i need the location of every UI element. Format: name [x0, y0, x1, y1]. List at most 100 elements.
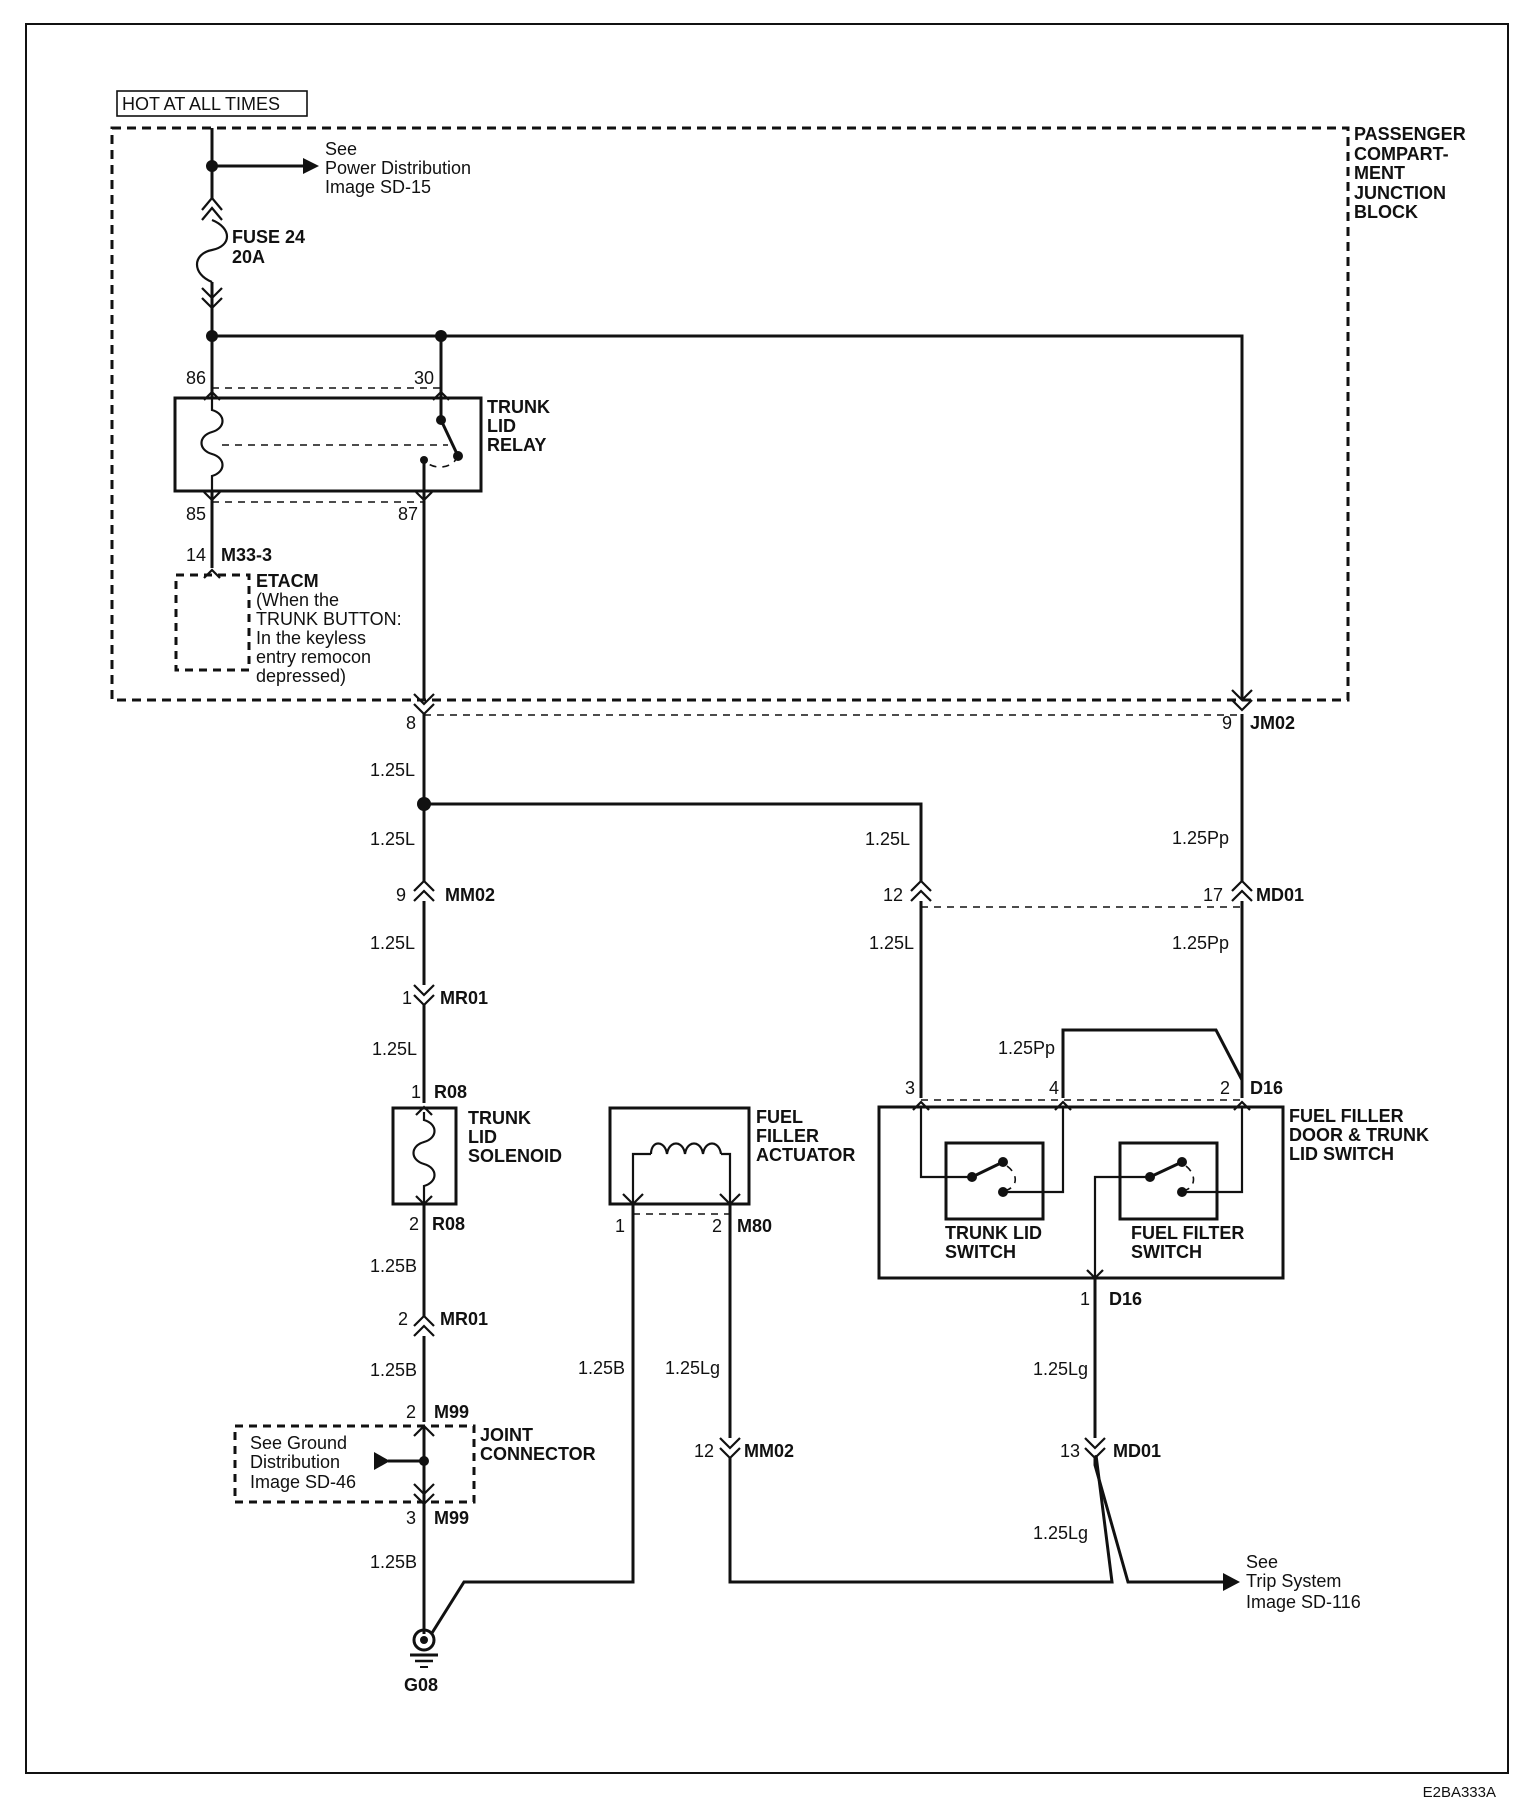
- actuator-label-2: FILLER: [756, 1126, 819, 1146]
- trunk-lid-switch: [944, 1141, 1045, 1221]
- filter-switch-wire-in: [1182, 1108, 1244, 1194]
- mr01-pin-1: 1: [402, 988, 412, 1008]
- ground-ring-inner: [420, 1636, 428, 1644]
- fuse-symbol: [195, 218, 229, 284]
- actuator-motor-coil: [649, 1142, 723, 1155]
- relay-pin-87: 87: [398, 504, 418, 524]
- mr01-terminal-top: [413, 984, 435, 997]
- switch-pin-3: 3: [905, 1078, 915, 1098]
- actuator-label-1: FUEL: [756, 1107, 803, 1127]
- md01-pin-17: 17: [1203, 885, 1223, 905]
- relay-contact-arm: [439, 419, 460, 457]
- md01-pin-12: 12: [883, 885, 903, 905]
- mr01-terminal-bottom-2: [413, 1324, 435, 1337]
- mr01-pin-2: 2: [398, 1309, 408, 1329]
- mr01-label-1: MR01: [440, 988, 488, 1008]
- switch-connector-bottom: D16: [1109, 1289, 1142, 1309]
- blue-branch-wire: [424, 802, 923, 881]
- connector-8-terminal: [413, 693, 435, 706]
- md01-terminal-blue-2: [910, 889, 932, 902]
- switch-terminal-2: [1233, 1100, 1251, 1111]
- jm02-pin: 9: [1222, 713, 1232, 733]
- actuator-connector: M80: [737, 1216, 772, 1236]
- filter-switch-label-1: FUEL FILTER: [1131, 1223, 1244, 1243]
- etacm-note-1: (When the: [256, 590, 339, 610]
- solenoid-pin-2: 2: [409, 1214, 419, 1234]
- relay-label-2: LID: [487, 416, 516, 436]
- joint-connector-label-2: CONNECTOR: [480, 1444, 596, 1464]
- wire-label-black-1: 1.25B: [370, 1256, 417, 1276]
- wire-label-blue-3: 1.25L: [865, 829, 910, 849]
- relay-contact-dotted-arc: [423, 455, 459, 468]
- junction-block-outline: [110, 126, 1350, 702]
- trunk-lid-relay: [173, 396, 483, 493]
- etacm-note-3: In the keyless: [256, 628, 366, 648]
- junction-block-label-2: COMPART-: [1354, 144, 1449, 164]
- mm02-terminal: [413, 879, 435, 892]
- trunk-switch-wire-in: [919, 1108, 972, 1179]
- wire-label-blue-5: 1.25L: [372, 1039, 417, 1059]
- switch-pin-4: 4: [1049, 1078, 1059, 1098]
- trunk-switch-wire-out: [1043, 1108, 1065, 1194]
- trunk-switch-contact-2: [998, 1157, 1008, 1167]
- m99-pin-3: 3: [406, 1508, 416, 1528]
- fuse-top-connector-symbol: [201, 196, 223, 211]
- trunk-switch-label-1: TRUNK LID: [945, 1223, 1042, 1243]
- fuel-filler-door-trunk-lid-switch: [877, 1105, 1285, 1280]
- ground-ring-outer: [412, 1628, 436, 1652]
- ground-ref-text-1: See Ground: [250, 1433, 347, 1453]
- relay-86-terminal: [203, 390, 221, 401]
- diagram-border: [25, 23, 1509, 1774]
- ground-label: G08: [404, 1675, 438, 1695]
- actuator-pin-1: 1: [615, 1216, 625, 1236]
- m99-label-bottom: M99: [434, 1508, 469, 1528]
- mm02-label: MM02: [445, 885, 495, 905]
- hot-label-box: [116, 90, 308, 117]
- junction-block-label-1: PASSENGER: [1354, 124, 1466, 144]
- junction-block-label-4: JUNCTION: [1354, 183, 1446, 203]
- power-ref-text-2: Power Distribution: [325, 158, 471, 178]
- wire-label-blue-6: 1.25L: [869, 933, 914, 953]
- jm02-label: JM02: [1250, 713, 1295, 733]
- solenoid-connector-top: R08: [434, 1082, 467, 1102]
- solenoid-label-3: SOLENOID: [468, 1146, 562, 1166]
- filter-switch-dotted-arc: [1185, 1165, 1195, 1191]
- solenoid-label-2: LID: [468, 1127, 497, 1147]
- fuel-filter-switch: [1118, 1141, 1219, 1221]
- actuator-internal-left: [631, 1152, 651, 1204]
- joint-connector-label-1: JOINT: [480, 1425, 533, 1445]
- trip-ref-wire: [1093, 1458, 1225, 1584]
- actuator-pin-2: 2: [712, 1216, 722, 1236]
- mm02-terminal-2: [413, 889, 435, 902]
- wire-label-pink-2: 1.25Pp: [1172, 933, 1229, 953]
- actuator-label-3: ACTUATOR: [756, 1145, 855, 1165]
- pink-jumper-wire: [1061, 1028, 1244, 1098]
- junction-block-label-3: MENT: [1354, 163, 1405, 183]
- trip-ref-text-3: Image SD-116: [1246, 1592, 1361, 1612]
- md01-terminal-pink-2: [1231, 889, 1253, 902]
- relay-pin-86: 86: [186, 368, 206, 388]
- md01-pin-13: 13: [1060, 1441, 1080, 1461]
- m99-terminal-bottom-2: [413, 1483, 435, 1496]
- power-ref-text-3: Image SD-15: [325, 177, 431, 197]
- relay-pin-85: 85: [186, 504, 206, 524]
- etacm-box: [174, 573, 251, 672]
- switch-assembly-label-1: FUEL FILLER: [1289, 1106, 1404, 1126]
- wire-label-pink-1: 1.25Pp: [1172, 828, 1229, 848]
- relay-30-terminal: [432, 390, 450, 401]
- switch-terminal-4: [1054, 1100, 1072, 1111]
- actuator-internal-right: [721, 1152, 732, 1204]
- etacm-note-4: entry remocon: [256, 647, 371, 667]
- lightgreen-wire-actuator-2: [728, 1454, 1114, 1584]
- mm02-pin-12: 12: [694, 1441, 714, 1461]
- trip-ref-text-1: See: [1246, 1552, 1278, 1572]
- wire-label-black-2: 1.25B: [370, 1360, 417, 1380]
- relay-label-3: RELAY: [487, 435, 546, 455]
- m99-label-top: M99: [434, 1402, 469, 1422]
- wire-label-black-4: 1.25B: [578, 1358, 625, 1378]
- solenoid-coil: [412, 1112, 436, 1204]
- switch-terminal-3: [912, 1100, 930, 1111]
- relay-coil: [200, 398, 224, 491]
- wire-label-lg-2: 1.25Lg: [1033, 1359, 1088, 1379]
- joint-connector-box: [233, 1424, 476, 1504]
